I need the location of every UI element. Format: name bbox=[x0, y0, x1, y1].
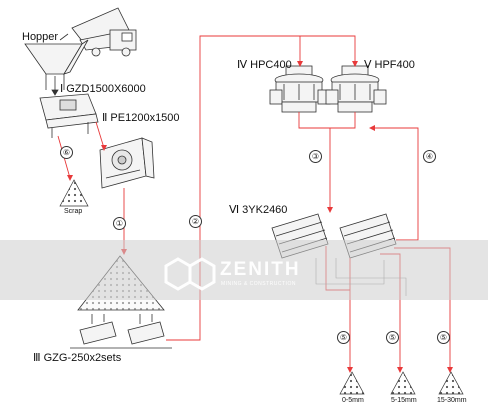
step-1-badge: ① bbox=[113, 217, 126, 230]
jaw-crusher-icon bbox=[99, 137, 155, 189]
hopper-icon bbox=[24, 39, 89, 90]
watermark-name: ZENITH bbox=[220, 259, 301, 280]
zenith-logo-icon bbox=[164, 257, 216, 291]
feeder-numeral: Ⅰ bbox=[60, 83, 64, 95]
flow-arrowheads bbox=[67, 61, 453, 373]
hpf-model: HPF400 bbox=[374, 59, 415, 71]
scrap-pile-icon bbox=[59, 179, 89, 207]
gzg-feeder-icon bbox=[70, 314, 172, 349]
hpf-numeral: Ⅴ bbox=[364, 59, 372, 71]
gzg-model: GZG-250x2sets bbox=[43, 352, 122, 364]
product-label-5-15mm: 5-15mm bbox=[391, 397, 417, 404]
jaw-model: PE1200x1500 bbox=[110, 112, 180, 124]
product-label-0-5mm: 0-5mm bbox=[342, 397, 364, 404]
jaw-numeral: Ⅱ bbox=[102, 112, 108, 124]
gzg-numeral: Ⅲ bbox=[33, 352, 41, 364]
step-5-badge-a: ⑤ bbox=[337, 331, 350, 344]
dump-truck-icon bbox=[59, 7, 137, 57]
zenith-watermark: ZENITH MINING & CONSTRUCTION bbox=[162, 257, 322, 293]
product-pile-icons bbox=[339, 371, 464, 395]
hpc-numeral: Ⅳ bbox=[237, 59, 248, 71]
screen-model: 3YK2460 bbox=[242, 204, 288, 216]
step-5-badge-b: ⑤ bbox=[386, 331, 399, 344]
vibrating-feeder-icon bbox=[39, 93, 99, 138]
product-label-15-30mm: 15-30mm bbox=[437, 397, 467, 404]
step-2-badge: ② bbox=[189, 215, 202, 228]
feed-arrows bbox=[51, 76, 59, 96]
hpf-cone-crusher-icon bbox=[325, 65, 387, 113]
step-5-badge-c: ⑤ bbox=[437, 331, 450, 344]
scrap-label: Scrap bbox=[64, 208, 83, 215]
hopper-label: Hopper bbox=[22, 31, 59, 43]
hpc-cone-crusher-icon bbox=[269, 65, 331, 113]
step-4-badge: ④ bbox=[423, 150, 436, 163]
watermark-subtitle: MINING & CONSTRUCTION bbox=[221, 281, 296, 287]
screen-numeral: Ⅵ bbox=[229, 204, 240, 216]
step-6-badge: ⑥ bbox=[60, 146, 73, 159]
feeder-model: GZD1500X6000 bbox=[66, 83, 146, 95]
hpc-model: HPC400 bbox=[250, 59, 292, 71]
watermark-band bbox=[0, 240, 488, 300]
step-3-badge: ③ bbox=[309, 150, 322, 163]
